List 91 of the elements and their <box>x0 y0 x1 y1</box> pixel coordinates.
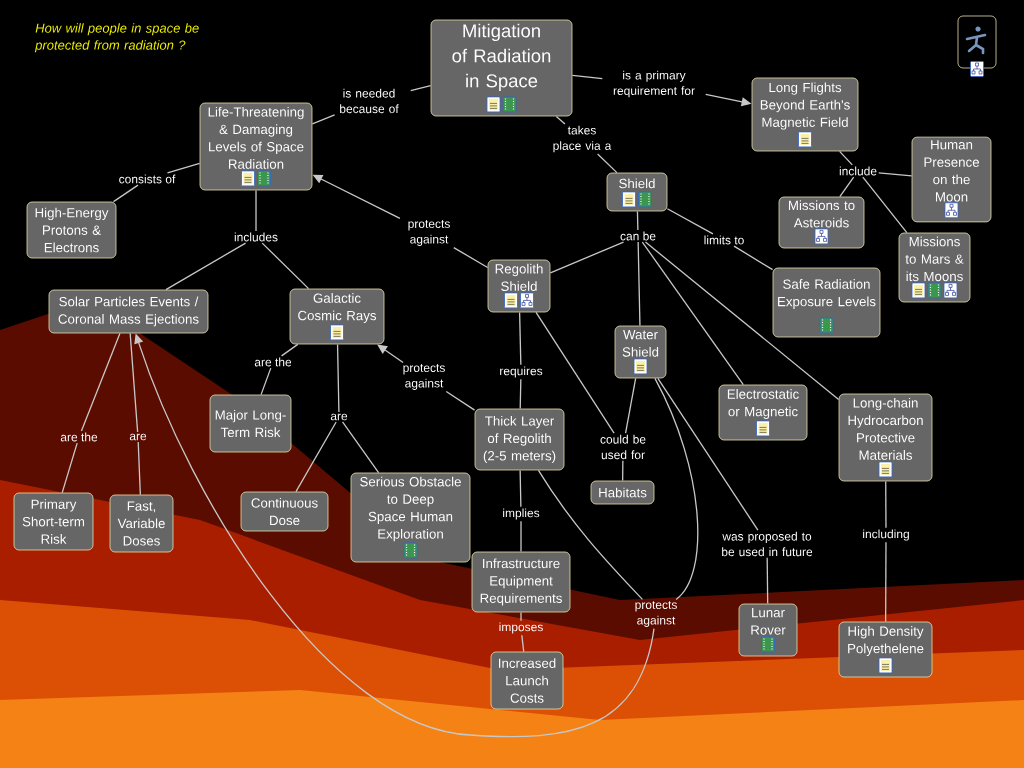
connector-line <box>838 150 853 166</box>
linking-phrase: are <box>129 433 147 441</box>
linking-phrase: could be used for <box>600 434 646 460</box>
connector-line <box>260 367 272 396</box>
connector-line <box>311 114 336 125</box>
concept-box: Infrastructure Equipment Requirements <box>471 551 571 613</box>
linking-phrase: takes place via a <box>553 125 612 153</box>
connector-line <box>535 311 615 434</box>
concept-box: Primary Short-term Risk <box>13 492 94 551</box>
concept-box: Safe Radiation Exposure Levels <box>772 267 881 338</box>
concept-box: Solar Particles Events / Coronal Mass Ejections <box>48 289 209 334</box>
linking-phrase: consists of <box>119 174 176 184</box>
connector-line <box>555 115 566 125</box>
connector-line <box>878 172 913 177</box>
connector-line <box>622 460 624 482</box>
concept-box: Lunar Rover <box>738 603 798 657</box>
connector-line <box>521 634 525 653</box>
connector-line <box>766 557 769 605</box>
connector-line <box>255 189 257 232</box>
connector-line <box>657 377 759 531</box>
connector-line <box>445 390 476 411</box>
connector-line <box>520 520 522 553</box>
concept-box: High-Energy Protons & Electrons <box>26 201 117 259</box>
connector-line <box>453 246 489 269</box>
concept-box: Serious Obstacle to Deep Space Human Exploration <box>350 472 471 563</box>
linking-phrase: are the <box>60 432 98 442</box>
connector-line <box>295 421 337 493</box>
title: How will people in space be protected from radiation ? <box>34 23 199 53</box>
concept-box: Galactic Cosmic Rays <box>289 288 385 345</box>
connector-line <box>666 208 714 235</box>
connector-line <box>549 241 625 274</box>
connector-line <box>341 421 380 474</box>
connector-line <box>518 311 522 366</box>
connector-line <box>80 332 121 432</box>
concept-box: Long Flights Beyond Earth's Magnetic Field <box>751 77 859 152</box>
concept-box: Missions to Asteroids <box>778 196 865 249</box>
concept-box: Continuous Dose <box>240 491 329 532</box>
connector-line <box>410 85 432 92</box>
concept-box: Thick Layer of Regolith (2-5 meters) <box>474 408 565 471</box>
connector-line <box>885 480 887 529</box>
linking-phrase: requires <box>500 366 543 378</box>
connector-line <box>165 242 247 291</box>
arrow <box>377 344 404 364</box>
linking-phrase: implies <box>503 508 540 520</box>
concept-box: Long-chain Hydrocarbon Protective Materials <box>838 393 933 482</box>
connector-line <box>261 242 310 290</box>
connector-line <box>862 176 908 234</box>
connector-line <box>596 153 618 174</box>
connector-line <box>112 184 139 203</box>
connector-line <box>733 245 774 271</box>
connector-line <box>129 332 139 433</box>
connector-line <box>637 241 641 327</box>
concept-box: Major Long-Term Risk <box>209 394 292 453</box>
linking-phrase: is a primary requirement for <box>613 70 695 98</box>
linking-phrase: are the <box>254 357 292 367</box>
linking-phrase: protects against <box>408 220 450 246</box>
linking-phrase: can be <box>620 231 656 241</box>
linking-phrase: protects against <box>403 364 445 390</box>
connector-line <box>885 541 887 623</box>
connector-line <box>519 469 522 508</box>
linking-phrase: including <box>863 529 909 541</box>
concept-box: Life-Threatening & Damaging Levels of Space Radiation <box>199 102 313 191</box>
linking-phrase: imposes <box>499 622 543 634</box>
connector-line <box>537 469 644 601</box>
connector-line <box>839 176 855 198</box>
linking-phrase: limits to <box>704 235 744 245</box>
connector-line <box>641 241 744 386</box>
linking-phrase: was proposed to be used in future <box>722 531 813 557</box>
concept-box: Increased Launch Costs <box>490 651 564 710</box>
connector-line <box>280 343 299 357</box>
concept-box: High Density Polyethelene <box>838 621 933 678</box>
connector-line <box>519 378 522 410</box>
linking-phrase: include <box>839 166 877 176</box>
connector-line <box>61 442 78 494</box>
connector-line <box>137 441 141 496</box>
connector-line <box>636 210 639 231</box>
concept-box: Habitats <box>590 480 655 505</box>
linking-phrase: includes <box>234 232 278 242</box>
connector-line <box>166 162 201 174</box>
linking-phrase: is needed because of <box>340 88 399 114</box>
concept-box: Electrostatic or Magnetic <box>718 384 808 441</box>
connector-line <box>624 377 637 434</box>
connector-line <box>520 611 522 622</box>
connector-line <box>571 74 603 80</box>
concept-box: Human Presence on the Moon <box>911 136 992 223</box>
concept-box: Mitigation of Radiation in Space <box>430 19 573 117</box>
connector-line <box>336 343 340 413</box>
concept-box: Fast, Variable Doses <box>109 494 174 553</box>
connector-line <box>644 241 840 401</box>
linking-phrase: are <box>330 413 348 421</box>
linking-phrase: protects against <box>635 601 677 627</box>
